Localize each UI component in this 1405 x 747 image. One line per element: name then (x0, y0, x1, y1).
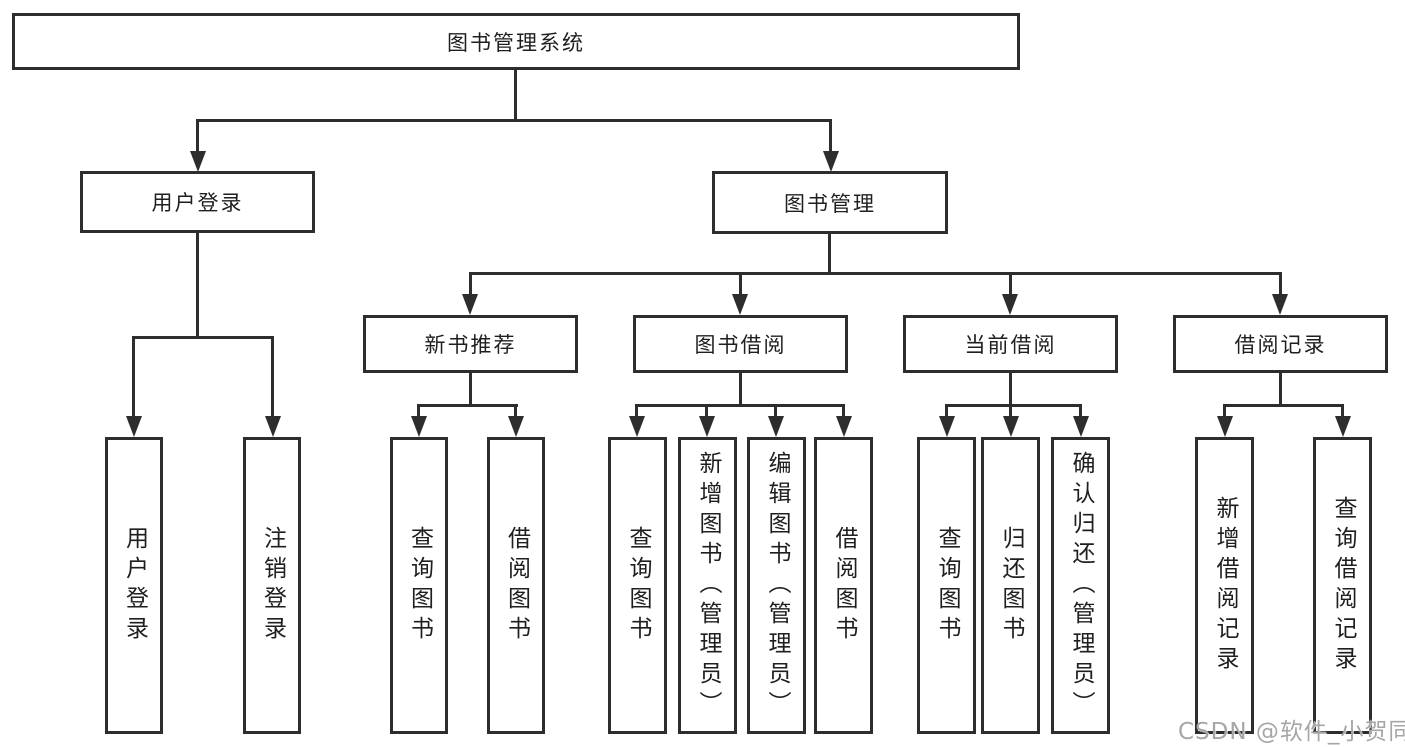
leaf-label: 确认归还（管理员） (1068, 450, 1094, 721)
leaf-query-books: 查询图书 (917, 437, 976, 734)
arrow-down-icon (1272, 294, 1288, 315)
leaf-borrow-books: 借阅图书 (487, 437, 545, 734)
leaf-label: 查询图书 (406, 525, 433, 646)
arrow-down-icon (732, 294, 748, 315)
arrow-down-icon (462, 294, 478, 315)
leaf-label: 注销登录 (259, 525, 286, 646)
node-label: 用户登录 (151, 191, 244, 215)
leaf-query-books: 查询图书 (608, 437, 667, 734)
connector-leaf-drop-line (842, 404, 845, 418)
connector-level3-drop-line (739, 272, 742, 296)
arrow-down-icon (1002, 294, 1018, 315)
leaf-query-books: 查询图书 (390, 437, 448, 734)
arrow-down-icon (1217, 416, 1233, 437)
csdn-watermark: CSDN @软件_小贺同学 (1178, 719, 1405, 745)
leaf-borrow-books: 借阅图书 (814, 437, 873, 734)
leaf-label: 借阅图书 (831, 525, 857, 646)
node-book-borrowing: 图书借阅 (633, 315, 848, 373)
connector-leaf-drop-line (945, 404, 948, 418)
connector-leaf-drop-line (774, 404, 777, 418)
arrow-down-icon (939, 416, 955, 437)
connector-level3-drop-line (1009, 272, 1012, 296)
leaf-label: 编辑图书（管理员） (764, 450, 790, 721)
node-label: 图书借阅 (694, 333, 787, 357)
arrow-down-icon (126, 416, 142, 437)
node-borrowing-records: 借阅记录 (1173, 315, 1388, 373)
connector-user-login-drop-line (196, 119, 199, 153)
leaf-edit-book-admin: 编辑图书（管理员） (747, 437, 806, 734)
connector-leaf-drop-line (635, 404, 638, 418)
node-user-login: 用户登录 (80, 171, 315, 233)
node-label: 当前借阅 (964, 333, 1057, 357)
arrow-down-icon (699, 416, 715, 437)
connector-leaf-drop-line (1223, 404, 1226, 418)
connector-leaf-drop-line (514, 404, 517, 418)
connector-book-management-cross-line (469, 272, 1282, 275)
node-label: 新书推荐 (424, 333, 517, 357)
node-label: 图书管理 (784, 191, 876, 216)
arrow-down-icon (265, 416, 281, 437)
connector-stem-line (469, 373, 472, 407)
connector-root-stem-line (514, 70, 517, 122)
connector-stem-line (739, 373, 742, 407)
connector-cross-line (635, 404, 845, 407)
arrow-down-icon (768, 416, 784, 437)
leaf-label: 归还图书 (998, 525, 1024, 646)
connector-book-management-drop-line (829, 119, 832, 153)
leaf-label: 用户登录 (121, 525, 148, 646)
connector-level3-drop-line (469, 272, 472, 296)
node-new-book-recommendation: 新书推荐 (363, 315, 578, 373)
connector-user-login-cross-line (132, 336, 274, 339)
connector-cross-line (417, 404, 518, 407)
leaf-label: 新增借阅记录 (1212, 495, 1238, 676)
arrow-down-icon (1073, 416, 1089, 437)
connector-leaf-drop-line (1079, 404, 1082, 418)
connector-leaf-drop-line (1341, 404, 1344, 418)
arrow-down-icon (836, 416, 852, 437)
connector-leaf-drop-line (1009, 404, 1012, 418)
connector-user-login-stem-line (196, 233, 199, 339)
arrow-down-icon (411, 416, 427, 437)
leaf-return-books: 归还图书 (981, 437, 1040, 734)
leaf-label: 查询借阅记录 (1330, 495, 1356, 676)
arrow-down-icon (190, 151, 206, 172)
node-book-management: 图书管理 (712, 171, 948, 234)
connector-leaf-drop-line (417, 404, 420, 418)
node-library-management-system: 图书管理系统 (12, 13, 1020, 70)
leaf-label: 借阅图书 (503, 525, 530, 646)
arrow-down-icon (508, 416, 524, 437)
leaf-logout: 注销登录 (243, 437, 301, 734)
leaf-label: 查询图书 (934, 525, 960, 646)
arrow-down-icon (629, 416, 645, 437)
connector-stem-line (1279, 373, 1282, 407)
leaf-query-borrow-records: 查询借阅记录 (1313, 437, 1372, 734)
connector-leaf-drop-line (271, 336, 274, 418)
leaf-confirm-return-admin: 确认归还（管理员） (1051, 437, 1110, 734)
leaf-add-book-admin: 新增图书（管理员） (678, 437, 737, 734)
connector-level3-drop-line (1279, 272, 1282, 296)
leaf-label: 新增图书（管理员） (695, 450, 721, 721)
leaf-label: 查询图书 (625, 525, 651, 646)
connector-root-cross-line (196, 119, 832, 122)
node-label: 借阅记录 (1234, 333, 1327, 357)
connector-stem-line (1009, 373, 1012, 407)
arrow-down-icon (823, 151, 839, 172)
connector-cross-line (1223, 404, 1344, 407)
connector-leaf-drop-line (705, 404, 708, 418)
node-current-borrowing: 当前借阅 (903, 315, 1118, 373)
leaf-add-borrow-record: 新增借阅记录 (1195, 437, 1254, 734)
node-label: 图书管理系统 (447, 30, 585, 55)
arrow-down-icon (1003, 416, 1019, 437)
connector-leaf-drop-line (132, 336, 135, 418)
arrow-down-icon (1335, 416, 1351, 437)
connector-book-management-stem-line (828, 234, 831, 275)
leaf-user-login: 用户登录 (105, 437, 163, 734)
connector-cross-line (945, 404, 1082, 407)
